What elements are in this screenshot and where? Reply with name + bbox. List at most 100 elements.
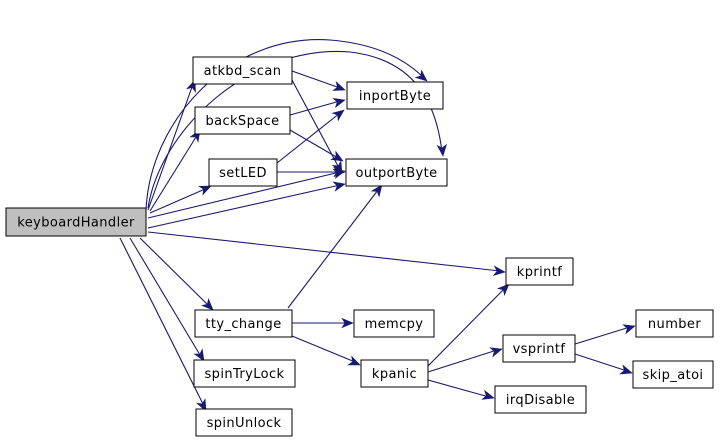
edge-line: [149, 136, 197, 212]
edge-line: [147, 171, 341, 219]
arrowhead-icon: [331, 109, 345, 122]
edge-line: [291, 70, 341, 89]
edge-line: [574, 353, 628, 372]
node-box[interactable]: [505, 257, 574, 286]
node-box[interactable]: [632, 360, 714, 389]
edge-line: [276, 112, 341, 164]
arrowhead-icon: [347, 355, 361, 366]
node-tty_change[interactable]: tty_change: [194, 309, 293, 338]
edge-line: [145, 39, 425, 211]
node-box[interactable]: [192, 56, 293, 85]
node-box[interactable]: [345, 158, 448, 187]
node-box[interactable]: [194, 106, 291, 135]
node-kpanic[interactable]: kpanic: [360, 359, 429, 388]
node-box[interactable]: [360, 359, 429, 388]
node-backSpace[interactable]: backSpace: [194, 106, 291, 135]
edge-keyboardHandler-to-inportByte: [145, 39, 428, 211]
node-label: skip_atoi: [643, 368, 704, 383]
node-label: inportByte: [359, 89, 431, 104]
node-number[interactable]: number: [635, 309, 714, 338]
edge-keyboardHandler-to-spinUnlock: [119, 237, 207, 412]
node-box[interactable]: [502, 334, 576, 363]
arrowhead-icon: [198, 185, 212, 196]
edge-tty_change-to-kpanic: [291, 335, 361, 366]
edge-line: [119, 237, 204, 405]
node-memcpy[interactable]: memcpy: [353, 309, 435, 338]
edge-keyboardHandler-to-tty_change: [139, 237, 214, 311]
node-label: tty_change: [205, 317, 281, 332]
edge-backSpace-to-inportByte: [289, 97, 346, 116]
node-label: number: [648, 317, 701, 332]
edge-line: [147, 231, 501, 272]
node-outportByte[interactable]: outportByte: [345, 158, 448, 187]
node-box[interactable]: [208, 158, 278, 187]
node-box[interactable]: [494, 385, 587, 414]
node-label: vsprintf: [513, 342, 566, 357]
edge-line: [289, 129, 339, 159]
edge-keyboardHandler-to-spinTryLock: [129, 237, 205, 362]
edge-kpanic-to-irqDisable: [427, 379, 495, 400]
arrowhead-icon: [622, 324, 636, 335]
node-box[interactable]: [353, 309, 435, 338]
node-label: memcpy: [365, 317, 424, 332]
edge-tty_change-to-outportByte: [287, 184, 383, 309]
edge-atkbd_scan-to-outportByte: [291, 79, 343, 174]
edge-line: [147, 184, 341, 229]
arrowhead-icon: [481, 389, 495, 400]
edge-line: [139, 237, 209, 306]
node-label: spinTryLock: [205, 367, 285, 382]
node-label: backSpace: [205, 114, 279, 129]
edge-vsprintf-to-number: [574, 324, 636, 345]
node-box[interactable]: [635, 309, 714, 338]
edge-atkbd_scan-to-inportByte: [291, 70, 346, 91]
arrowhead-icon: [436, 143, 447, 157]
edge-keyboardHandler-to-setLED: [149, 185, 212, 214]
node-irqDisable[interactable]: irqDisable: [494, 385, 587, 414]
arrowhead-icon: [330, 150, 344, 162]
node-kprintf[interactable]: kprintf: [505, 257, 574, 286]
node-setLED[interactable]: setLED: [208, 158, 278, 187]
node-spinUnlock[interactable]: spinUnlock: [195, 408, 293, 437]
edge-setLED-to-outportByte: [277, 166, 346, 178]
arrowhead-icon: [414, 69, 428, 82]
edge-line: [147, 86, 193, 211]
node-box[interactable]: [346, 81, 444, 110]
node-inportByte[interactable]: inportByte: [346, 81, 444, 110]
edge-line: [287, 189, 379, 309]
arrowhead-icon: [333, 166, 346, 178]
edge-keyboardHandler-to-outportByte: [147, 181, 346, 229]
arrowhead-icon: [496, 283, 510, 297]
arrowhead-icon: [332, 81, 346, 91]
node-box[interactable]: [5, 207, 147, 237]
node-box[interactable]: [194, 309, 293, 338]
edge-kpanic-to-vsprintf: [427, 347, 503, 373]
edge-keyboardHandler-to-kprintf: [147, 231, 506, 276]
node-label: spinUnlock: [207, 416, 282, 431]
node-box[interactable]: [193, 359, 296, 388]
node-keyboardHandler[interactable]: keyboardHandler: [5, 207, 147, 237]
node-label: keyboardHandler: [17, 216, 135, 231]
edge-line: [427, 349, 498, 373]
edge-line: [149, 188, 206, 214]
arrowhead-icon: [370, 184, 383, 198]
edge-line: [427, 379, 490, 398]
arrowhead-icon: [619, 364, 633, 375]
node-box[interactable]: [195, 408, 293, 437]
node-label: atkbd_scan: [204, 64, 282, 79]
arrowhead-icon: [332, 181, 346, 192]
nodes-layer: keyboardHandler atkbd_scan inportByte backS…: [5, 56, 714, 437]
edge-line: [291, 79, 339, 167]
node-label: irqDisable: [506, 393, 575, 408]
edge-line: [427, 287, 506, 367]
edge-tty_change-to-memcpy: [292, 317, 354, 329]
arrowhead-icon: [332, 97, 346, 109]
arrowhead-icon: [195, 398, 207, 412]
edges-layer: [119, 39, 636, 412]
node-spinTryLock[interactable]: spinTryLock: [193, 359, 296, 388]
node-vsprintf[interactable]: vsprintf: [502, 334, 576, 363]
node-skip_atoi[interactable]: skip_atoi: [632, 360, 714, 389]
edge-line: [574, 326, 631, 345]
arrowhead-icon: [193, 348, 205, 362]
node-atkbd_scan[interactable]: atkbd_scan: [192, 56, 293, 85]
